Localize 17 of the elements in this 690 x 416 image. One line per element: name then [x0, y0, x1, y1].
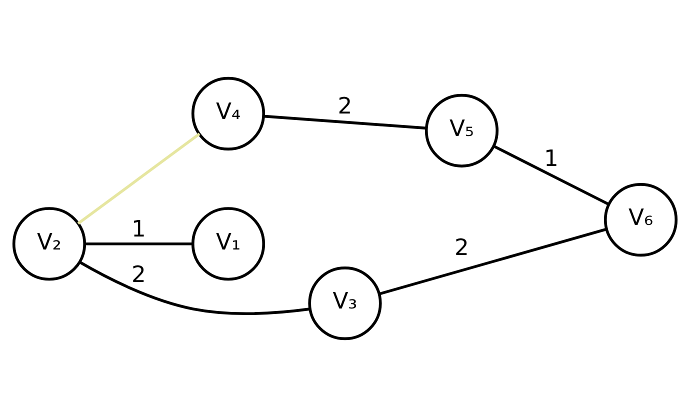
edge-label: 2 — [132, 261, 146, 288]
node-circle: V₅ — [424, 93, 499, 167]
edge-label: 1 — [132, 216, 146, 242]
connector — [84, 242, 193, 245]
connector — [78, 260, 311, 314]
edge-label: 2 — [338, 92, 352, 119]
node-circle: V₂ — [12, 206, 86, 280]
node-circle: V₁ — [191, 206, 266, 280]
edge-label: 1 — [544, 145, 558, 172]
connector — [77, 132, 200, 224]
node-circle: V₆ — [604, 182, 678, 256]
node-circle: V₃ — [308, 266, 382, 340]
node-circle: V₄ — [191, 76, 266, 150]
connector — [263, 114, 427, 130]
edge-label: 2 — [454, 234, 469, 260]
connector — [492, 144, 610, 206]
connector — [378, 227, 608, 295]
